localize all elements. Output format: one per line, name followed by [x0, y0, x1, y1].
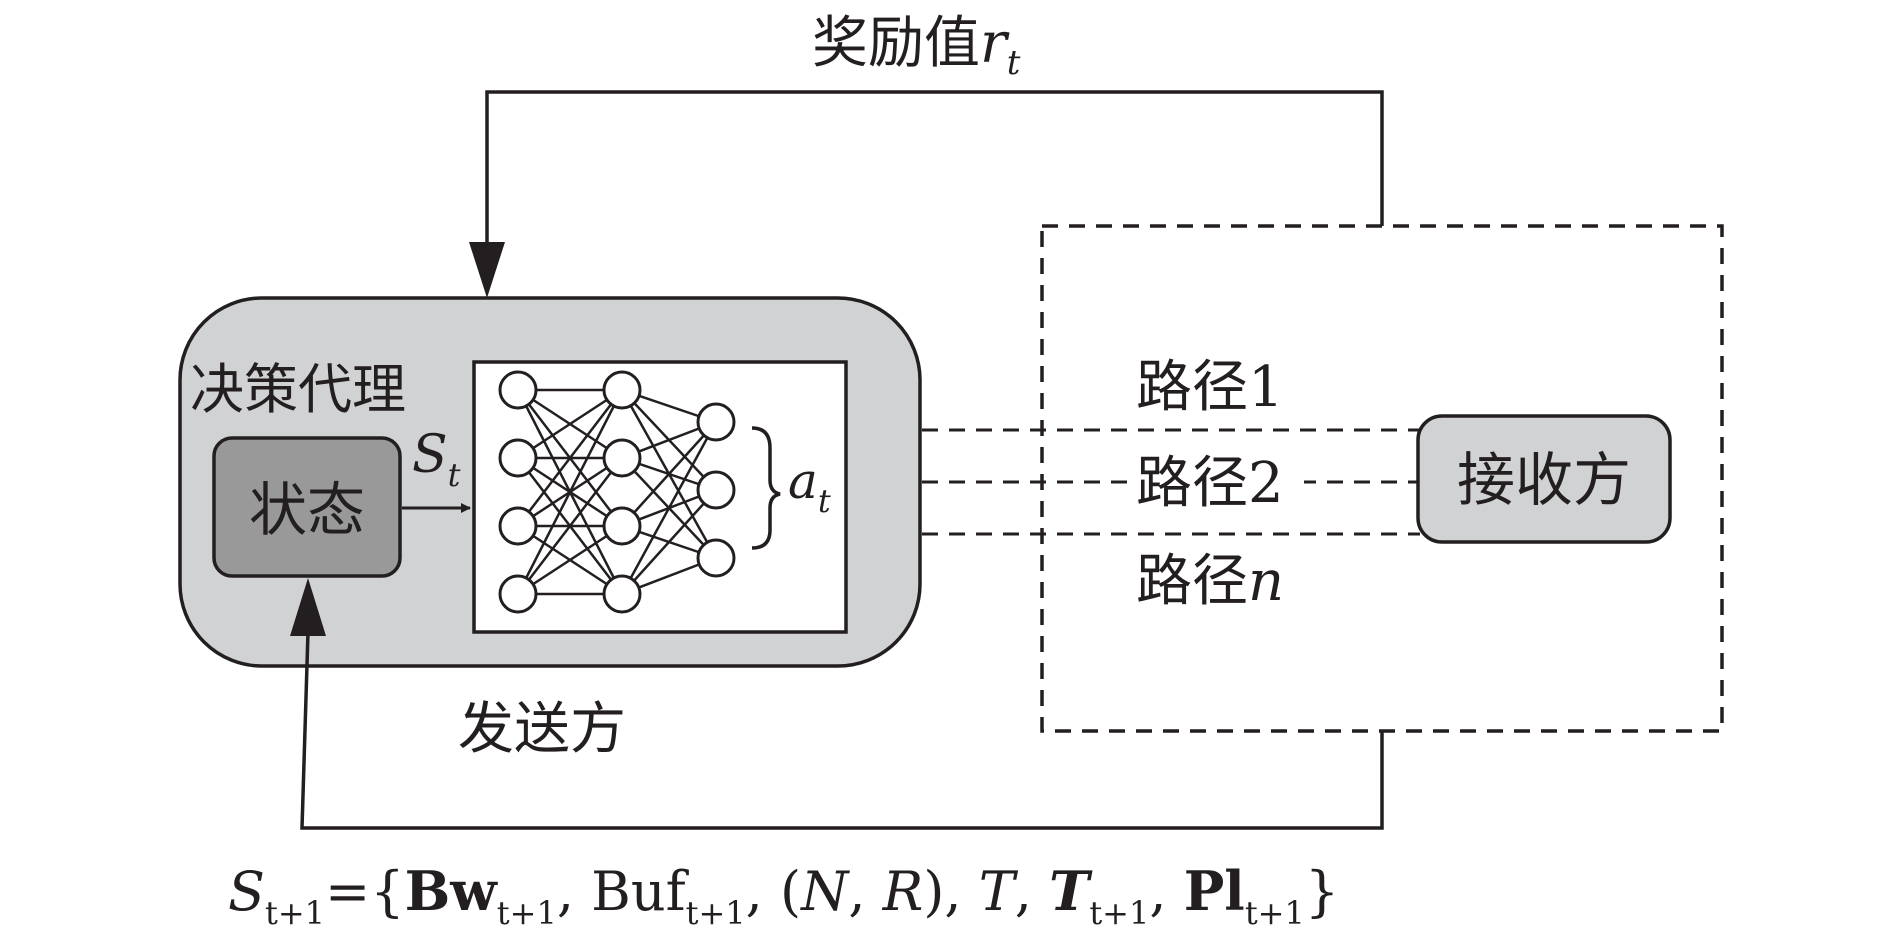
nn-node-layer2-3 [602, 506, 642, 546]
state-box [212, 436, 402, 578]
nn-node-layer2-4 [602, 574, 642, 614]
nn-node-layer2-1 [602, 370, 642, 410]
reward-label: 奖励值rt [812, 11, 1021, 83]
path-2-label-bg [1132, 455, 1304, 509]
nn-edge [517, 388, 623, 460]
state-feedback-line [300, 631, 1384, 830]
receiver-label: 接收方 [1457, 446, 1631, 514]
path-1-label: 路径1 [1136, 355, 1284, 420]
nn-edge [621, 421, 717, 527]
neural-network-edges [516, 388, 718, 596]
nn-edge [516, 389, 624, 595]
nn-node-layer3-1 [696, 402, 736, 442]
nn-edge [517, 457, 623, 595]
nn-edge [517, 524, 623, 596]
receiver-box [1416, 414, 1672, 544]
nn-node-layer3-2 [696, 470, 736, 510]
nn-node-layer3-3 [696, 538, 736, 578]
nn-node-layer2-2 [602, 438, 642, 478]
path-2-label: 路径2 [1136, 451, 1284, 516]
state-label: 状态 [249, 476, 365, 544]
action-brace [751, 426, 781, 550]
neural-network-nodes [498, 370, 736, 614]
nn-edge [620, 421, 718, 595]
agent-label: 决策代理 [190, 358, 406, 421]
path-n-label: 路径n [1136, 549, 1284, 614]
nn-node-layer1-2 [498, 438, 538, 478]
nn-node-layer1-1 [498, 370, 538, 410]
nn-edge [621, 489, 717, 595]
reward-arrowhead [469, 242, 505, 298]
nn-edge [517, 389, 623, 527]
nn-node-layer1-3 [498, 506, 538, 546]
state-feedback-arrowhead [290, 578, 326, 636]
action-label: at [788, 452, 831, 520]
sender-label: 发送方 [458, 697, 626, 762]
state-arrow-label: St [412, 425, 461, 494]
next-state-equation: St+1={Bwt+1, Buft+1, (N, R), T, Tt+1, Pl… [228, 859, 1339, 932]
reward-feedback-line [485, 90, 1384, 250]
nn-node-layer1-4 [498, 574, 538, 614]
